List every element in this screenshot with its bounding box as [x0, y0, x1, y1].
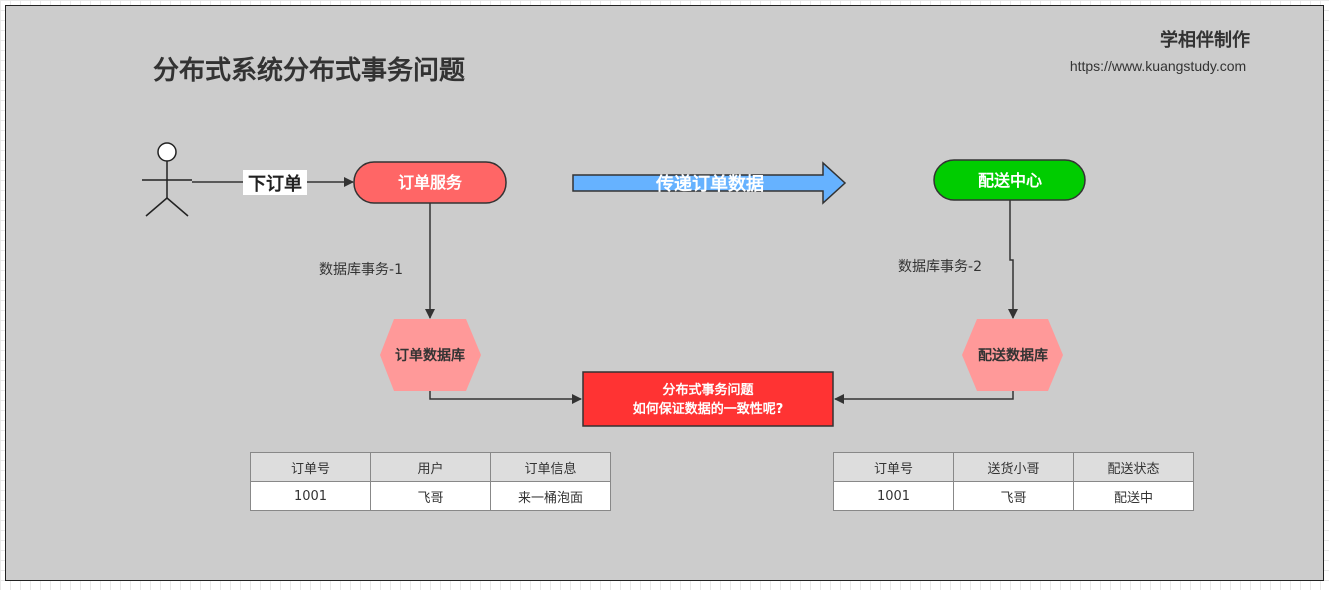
delivery-db-to-problem-edge — [834, 391, 1014, 404]
place-order-label: 下订单 — [248, 173, 302, 195]
table-cell: 配送中 — [1073, 481, 1194, 511]
transfer-data-arrow — [572, 161, 847, 205]
page-title: 分布式系统分布式事务问题 — [153, 56, 466, 86]
order-table: 订单号 用户 订单信息 1001 飞哥 来一桶泡面 — [250, 452, 611, 511]
table-cell: 飞哥 — [370, 481, 491, 511]
table-cell: 1001 — [250, 481, 371, 511]
order-db-node — [380, 319, 481, 391]
place-order-label-bg — [243, 170, 307, 195]
problem-line2: 如何保证数据的一致性呢? — [633, 401, 784, 417]
table-header-cell: 送货小哥 — [953, 452, 1074, 482]
order-db-label: 订单数据库 — [395, 347, 465, 364]
tx2-label: 数据库事务-2 — [898, 259, 982, 275]
delivery-center-label: 配送中心 — [978, 171, 1042, 190]
delivery-db-label: 配送数据库 — [978, 347, 1048, 364]
user-actor-icon — [142, 142, 192, 217]
table-cell: 1001 — [833, 481, 954, 511]
table-header-row: 订单号 用户 订单信息 — [250, 452, 611, 482]
table-header-cell: 订单号 — [250, 452, 371, 482]
table-row: 1001 飞哥 来一桶泡面 — [250, 481, 611, 511]
table-header-cell: 订单信息 — [490, 452, 611, 482]
table-cell: 飞哥 — [953, 481, 1074, 511]
table-header-cell: 订单号 — [833, 452, 954, 482]
table-header-row: 订单号 送货小哥 配送状态 — [833, 452, 1194, 482]
transfer-data-label: 传递订单数据 — [655, 173, 764, 195]
delivery-table: 订单号 送货小哥 配送状态 1001 飞哥 配送中 — [833, 452, 1194, 511]
table-header-cell: 配送状态 — [1073, 452, 1194, 482]
problem-line1: 分布式事务问题 — [662, 382, 754, 398]
problem-box — [582, 371, 834, 427]
site-url: https://www.kuangstudy.com — [1069, 58, 1247, 74]
order-service-label: 订单服务 — [398, 173, 463, 192]
brand-label: 学相伴制作 — [1160, 30, 1250, 51]
table-header-cell: 用户 — [370, 452, 491, 482]
order-db-to-problem-edge — [429, 391, 582, 404]
tx2-edge — [1008, 200, 1018, 319]
tx1-label: 数据库事务-1 — [319, 262, 403, 278]
delivery-db-node — [962, 319, 1063, 391]
table-row: 1001 飞哥 配送中 — [833, 481, 1194, 511]
table-cell: 来一桶泡面 — [490, 481, 611, 511]
